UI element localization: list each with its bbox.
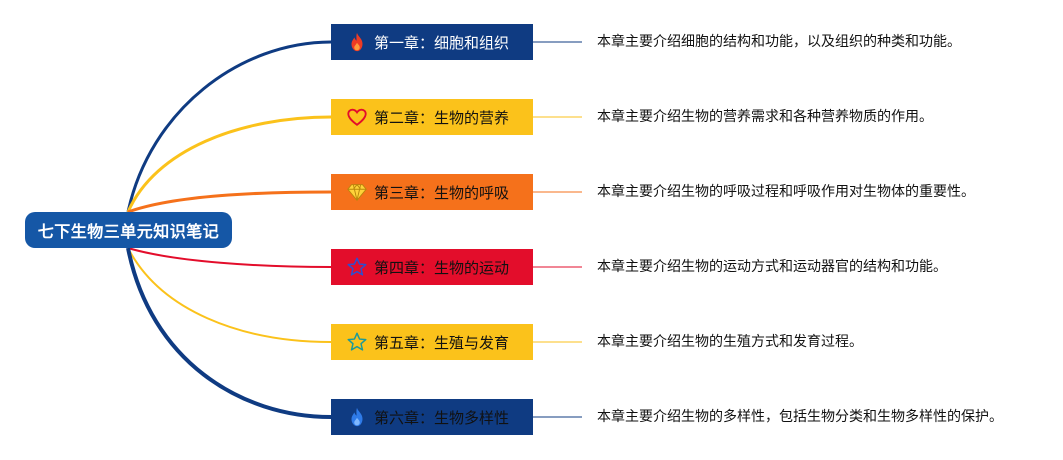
branch-line-1 xyxy=(126,40,332,213)
chapter-node-1[interactable]: 第一章：细胞和组织 xyxy=(331,24,533,60)
branch-line-3 xyxy=(127,190,332,214)
branch-line-5 xyxy=(127,247,332,343)
chapter-node-4[interactable]: 第四章：生物的运动 xyxy=(331,249,533,285)
chapter-title-4: 第四章：生物的运动 xyxy=(374,258,510,277)
star-outline-teal-icon xyxy=(346,331,368,353)
chapter-desc-5: 本章主要介绍生物的生殖方式和发育过程。 xyxy=(597,334,863,350)
chapter-desc-6: 本章主要介绍生物的多样性，包括生物分类和生物多样性的保护。 xyxy=(597,409,1003,425)
chapter-node-2[interactable]: 第二章：生物的营养 xyxy=(331,99,533,135)
branch-line-2 xyxy=(126,115,332,213)
chapter-node-5[interactable]: 第五章：生殖与发育 xyxy=(331,324,533,360)
branch-line-4 xyxy=(127,247,332,268)
chapter-desc-4: 本章主要介绍生物的运动方式和运动器官的结构和功能。 xyxy=(597,259,947,275)
chapter-node-6[interactable]: 第六章：生物多样性 xyxy=(331,399,533,435)
heart-icon xyxy=(346,106,368,128)
root-node[interactable]: 七下生物三单元知识笔记 xyxy=(25,212,232,248)
chapter-title-6: 第六章：生物多样性 xyxy=(374,408,510,427)
chapter-title-3: 第三章：生物的呼吸 xyxy=(374,183,510,202)
chapter-desc-2: 本章主要介绍生物的营养需求和各种营养物质的作用。 xyxy=(597,109,933,125)
chapter-node-3[interactable]: 第三章：生物的呼吸 xyxy=(331,174,533,210)
chapter-title-1: 第一章：细胞和组织 xyxy=(374,33,510,52)
root-label: 七下生物三单元知识笔记 xyxy=(37,222,220,241)
chapter-title-2: 第二章：生物的营养 xyxy=(374,108,510,127)
chapter-desc-3: 本章主要介绍生物的呼吸过程和呼吸作用对生物体的重要性。 xyxy=(597,184,975,200)
flame-blue-icon xyxy=(346,406,368,428)
branch-line-6 xyxy=(126,247,332,419)
diamond-icon xyxy=(346,181,368,203)
star-outline-blue-icon xyxy=(346,256,368,278)
flame-icon xyxy=(346,31,368,53)
chapter-title-5: 第五章：生殖与发育 xyxy=(374,333,510,352)
chapter-desc-1: 本章主要介绍细胞的结构和功能，以及组织的种类和功能。 xyxy=(597,34,961,50)
